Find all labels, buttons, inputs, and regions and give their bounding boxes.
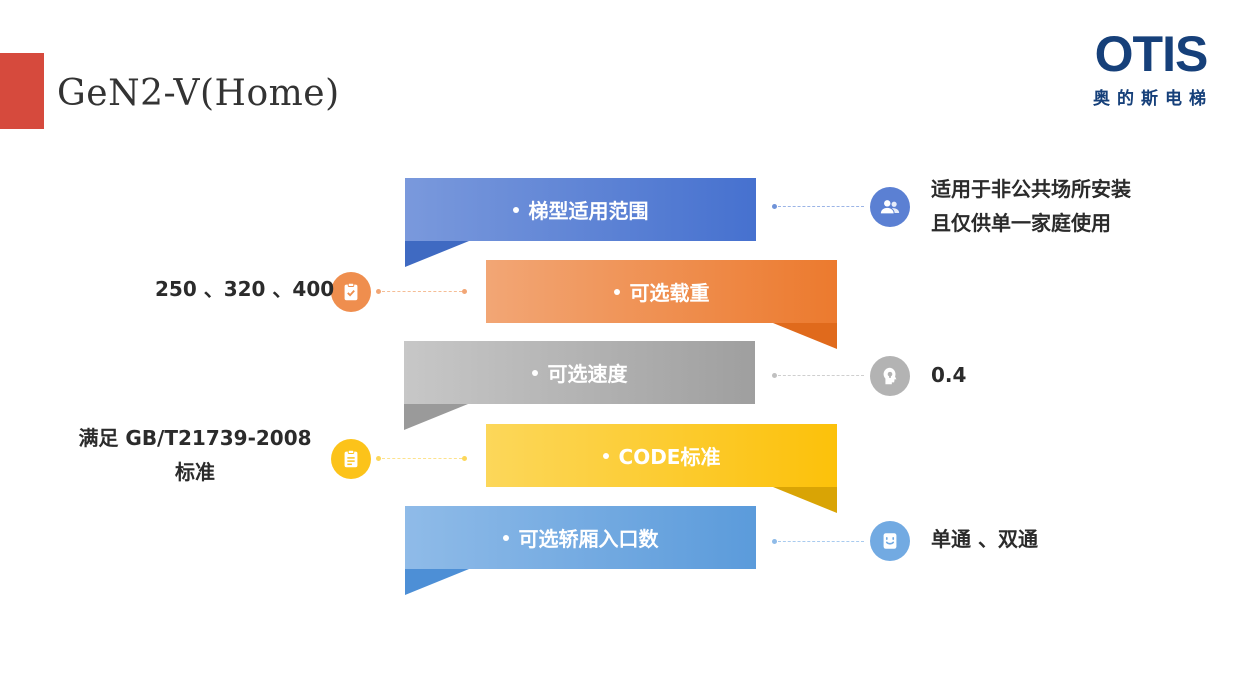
bullet-dot: [512, 206, 519, 213]
feature-label: 可选载重: [629, 281, 710, 305]
clipboard-check-icon: [331, 272, 371, 312]
detail-line: 满足 GB/T21739-2008: [78, 426, 312, 450]
title-accent-bar: [0, 53, 44, 129]
banner-fold: [773, 487, 837, 513]
connector-dot: [462, 456, 467, 461]
connector-line: [382, 458, 462, 459]
feature-banner-speed: 可选速度: [404, 341, 755, 404]
page-title: GeN2-V(Home): [57, 73, 340, 114]
feature-banner-code: CODE标准: [486, 424, 837, 487]
lightbulb-head-icon: [870, 356, 910, 396]
connector-dot: [462, 289, 467, 294]
bullet-dot: [502, 534, 509, 541]
feature-banner-entrances: 可选轿厢入口数: [405, 506, 756, 569]
connector-dot: [772, 373, 777, 378]
feature-label: 可选速度: [547, 362, 628, 386]
feature-label: 梯型适用范围: [528, 199, 649, 223]
clipboard-list-icon: [331, 439, 371, 479]
feature-detail-speed: 0.4: [931, 363, 967, 387]
banner-fold: [404, 404, 468, 430]
connector-line: [382, 291, 462, 292]
logo-wordmark: OTIS: [1094, 26, 1209, 82]
connector-dot: [772, 539, 777, 544]
bullet-dot: [531, 369, 538, 376]
connector-line: [778, 375, 864, 376]
bullet-dot: [613, 288, 620, 295]
connector-dot: [376, 456, 381, 461]
users-icon: [870, 187, 910, 227]
feature-label: 可选轿厢入口数: [518, 527, 659, 551]
feature-banner-scope: 梯型适用范围: [405, 178, 756, 241]
banner-fold: [773, 323, 837, 349]
bullet-dot: [602, 452, 609, 459]
connector-line: [778, 206, 864, 207]
detail-line: 且仅供单一家庭使用: [931, 211, 1111, 235]
feature-label: CODE标准: [618, 445, 721, 469]
feature-banner-load: 可选载重: [486, 260, 837, 323]
elevator-car-icon: [870, 521, 910, 561]
connector-dot: [376, 289, 381, 294]
logo-subtitle: 奥的斯电梯: [1093, 89, 1213, 109]
feature-detail-entrances: 单通 、双通: [931, 527, 1038, 551]
otis-logo: OTIS 奥的斯电梯: [1078, 28, 1224, 109]
connector-line: [778, 541, 864, 542]
feature-detail-scope: 适用于非公共场所安装 且仅供单一家庭使用: [931, 172, 1131, 240]
banner-fold: [405, 241, 469, 267]
banner-fold: [405, 569, 469, 595]
detail-line: 标准: [175, 460, 215, 484]
connector-dot: [772, 204, 777, 209]
detail-line: 适用于非公共场所安装: [931, 177, 1131, 201]
feature-detail-code: 满足 GB/T21739-2008 标准: [70, 421, 320, 489]
feature-detail-load: 250 、320 、400: [155, 277, 335, 301]
